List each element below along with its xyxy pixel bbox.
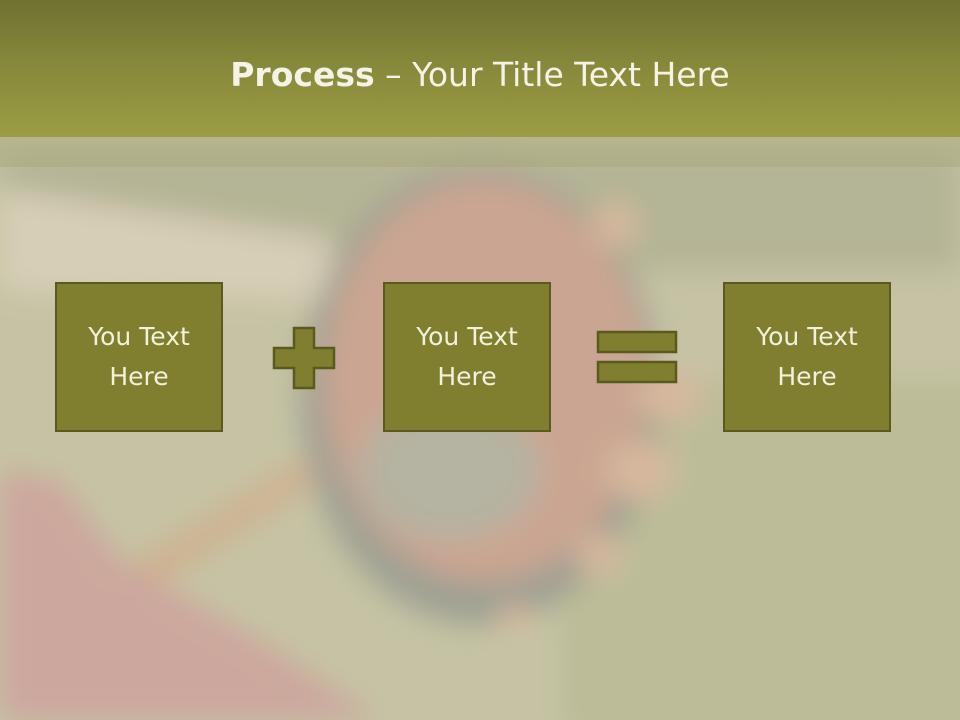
process-box-3-line-2: Here (777, 362, 837, 391)
process-box-2-line-1: You Text (416, 322, 518, 351)
process-box-3[interactable]: You Text Here (723, 282, 891, 432)
process-box-1[interactable]: You Text Here (55, 282, 223, 432)
title-bar (0, 0, 960, 137)
equals-icon (596, 330, 678, 384)
process-box-2-line-2: Here (437, 362, 497, 391)
slide-title[interactable]: Process – Your Title Text Here (0, 52, 960, 98)
process-box-1-line-1: You Text (88, 322, 190, 351)
title-rest: Your Title Text Here (412, 55, 730, 94)
process-box-3-line-1: You Text (756, 322, 858, 351)
process-box-1-line-2: Here (109, 362, 169, 391)
process-box-2[interactable]: You Text Here (383, 282, 551, 432)
title-bar-band (0, 137, 960, 167)
title-dash: – (374, 55, 413, 94)
plus-icon (272, 326, 336, 390)
title-bold: Process (230, 55, 375, 94)
